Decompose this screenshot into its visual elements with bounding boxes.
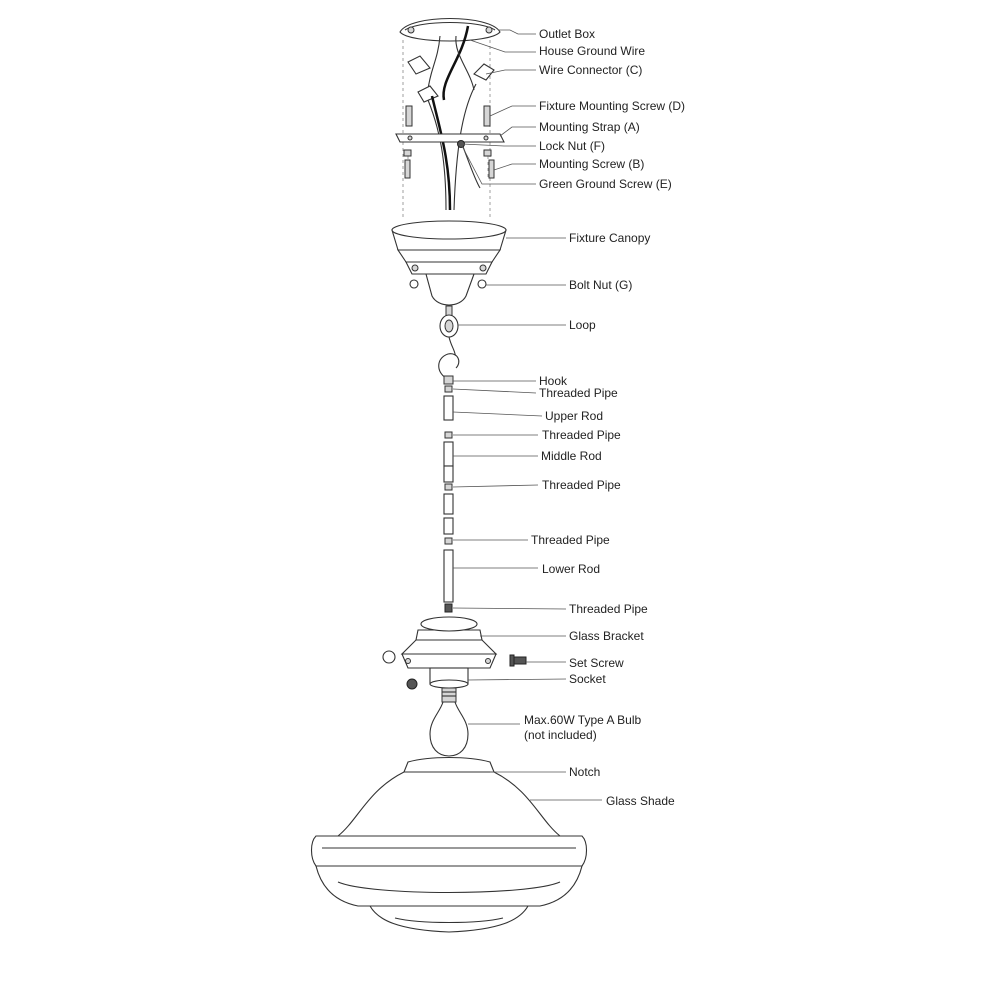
label-green-ground-screw: Green Ground Screw (E) (539, 177, 672, 191)
label-middle-rod: Middle Rod (541, 449, 602, 463)
label-mounting-screw: Mounting Screw (B) (539, 157, 644, 171)
leader-lines (452, 29, 602, 801)
label-hook: Hook (539, 374, 568, 388)
outlet-box (399, 17, 501, 42)
mounting-screws (403, 149, 495, 179)
fixture-canopy (391, 220, 507, 306)
label-glass-shade: Glass Shade (606, 794, 675, 808)
label-loop: Loop (569, 318, 596, 332)
set-screw (509, 654, 527, 667)
label-threaded-pipe-1: Threaded Pipe (539, 386, 618, 400)
label-bulb-line-1: Max.60W Type A Bulb (524, 713, 642, 727)
label-threaded-pipe-4: Threaded Pipe (531, 533, 610, 547)
label-wire-connector: Wire Connector (C) (539, 63, 642, 77)
label-glass-bracket: Glass Bracket (569, 629, 644, 643)
bulb (429, 687, 469, 757)
glass-bracket (382, 616, 527, 690)
label-house-ground-wire: House Ground Wire (539, 44, 645, 58)
callout-labels: Outlet Box House Ground Wire Wire Connec… (524, 27, 685, 808)
glass-shade (310, 756, 588, 933)
label-fixture-mounting-screw: Fixture Mounting Screw (D) (539, 99, 685, 113)
label-socket: Socket (569, 672, 606, 686)
label-lower-rod: Lower Rod (542, 562, 600, 576)
socket (429, 667, 469, 689)
label-lock-nut: Lock Nut (F) (539, 139, 605, 153)
label-bolt-nut: Bolt Nut (G) (569, 278, 632, 292)
label-mounting-strap: Mounting Strap (A) (539, 120, 640, 134)
fixture-wires (427, 83, 481, 211)
label-fixture-canopy: Fixture Canopy (569, 231, 650, 245)
label-threaded-pipe-5: Threaded Pipe (569, 602, 648, 616)
label-outlet-box: Outlet Box (539, 27, 595, 41)
label-threaded-pipe-3: Threaded Pipe (542, 478, 621, 492)
label-set-screw: Set Screw (569, 656, 624, 670)
fixture-mounting-screws (405, 105, 491, 127)
label-notch: Notch (569, 765, 600, 779)
loop-and-hook (438, 305, 460, 385)
house-wires (427, 25, 475, 101)
label-bulb-line-2: (not included) (524, 728, 597, 742)
mounting-strap (395, 133, 505, 148)
rod-assembly (443, 385, 454, 613)
label-upper-rod: Upper Rod (545, 409, 603, 423)
label-threaded-pipe-2: Threaded Pipe (542, 428, 621, 442)
wire-connectors (407, 55, 495, 103)
